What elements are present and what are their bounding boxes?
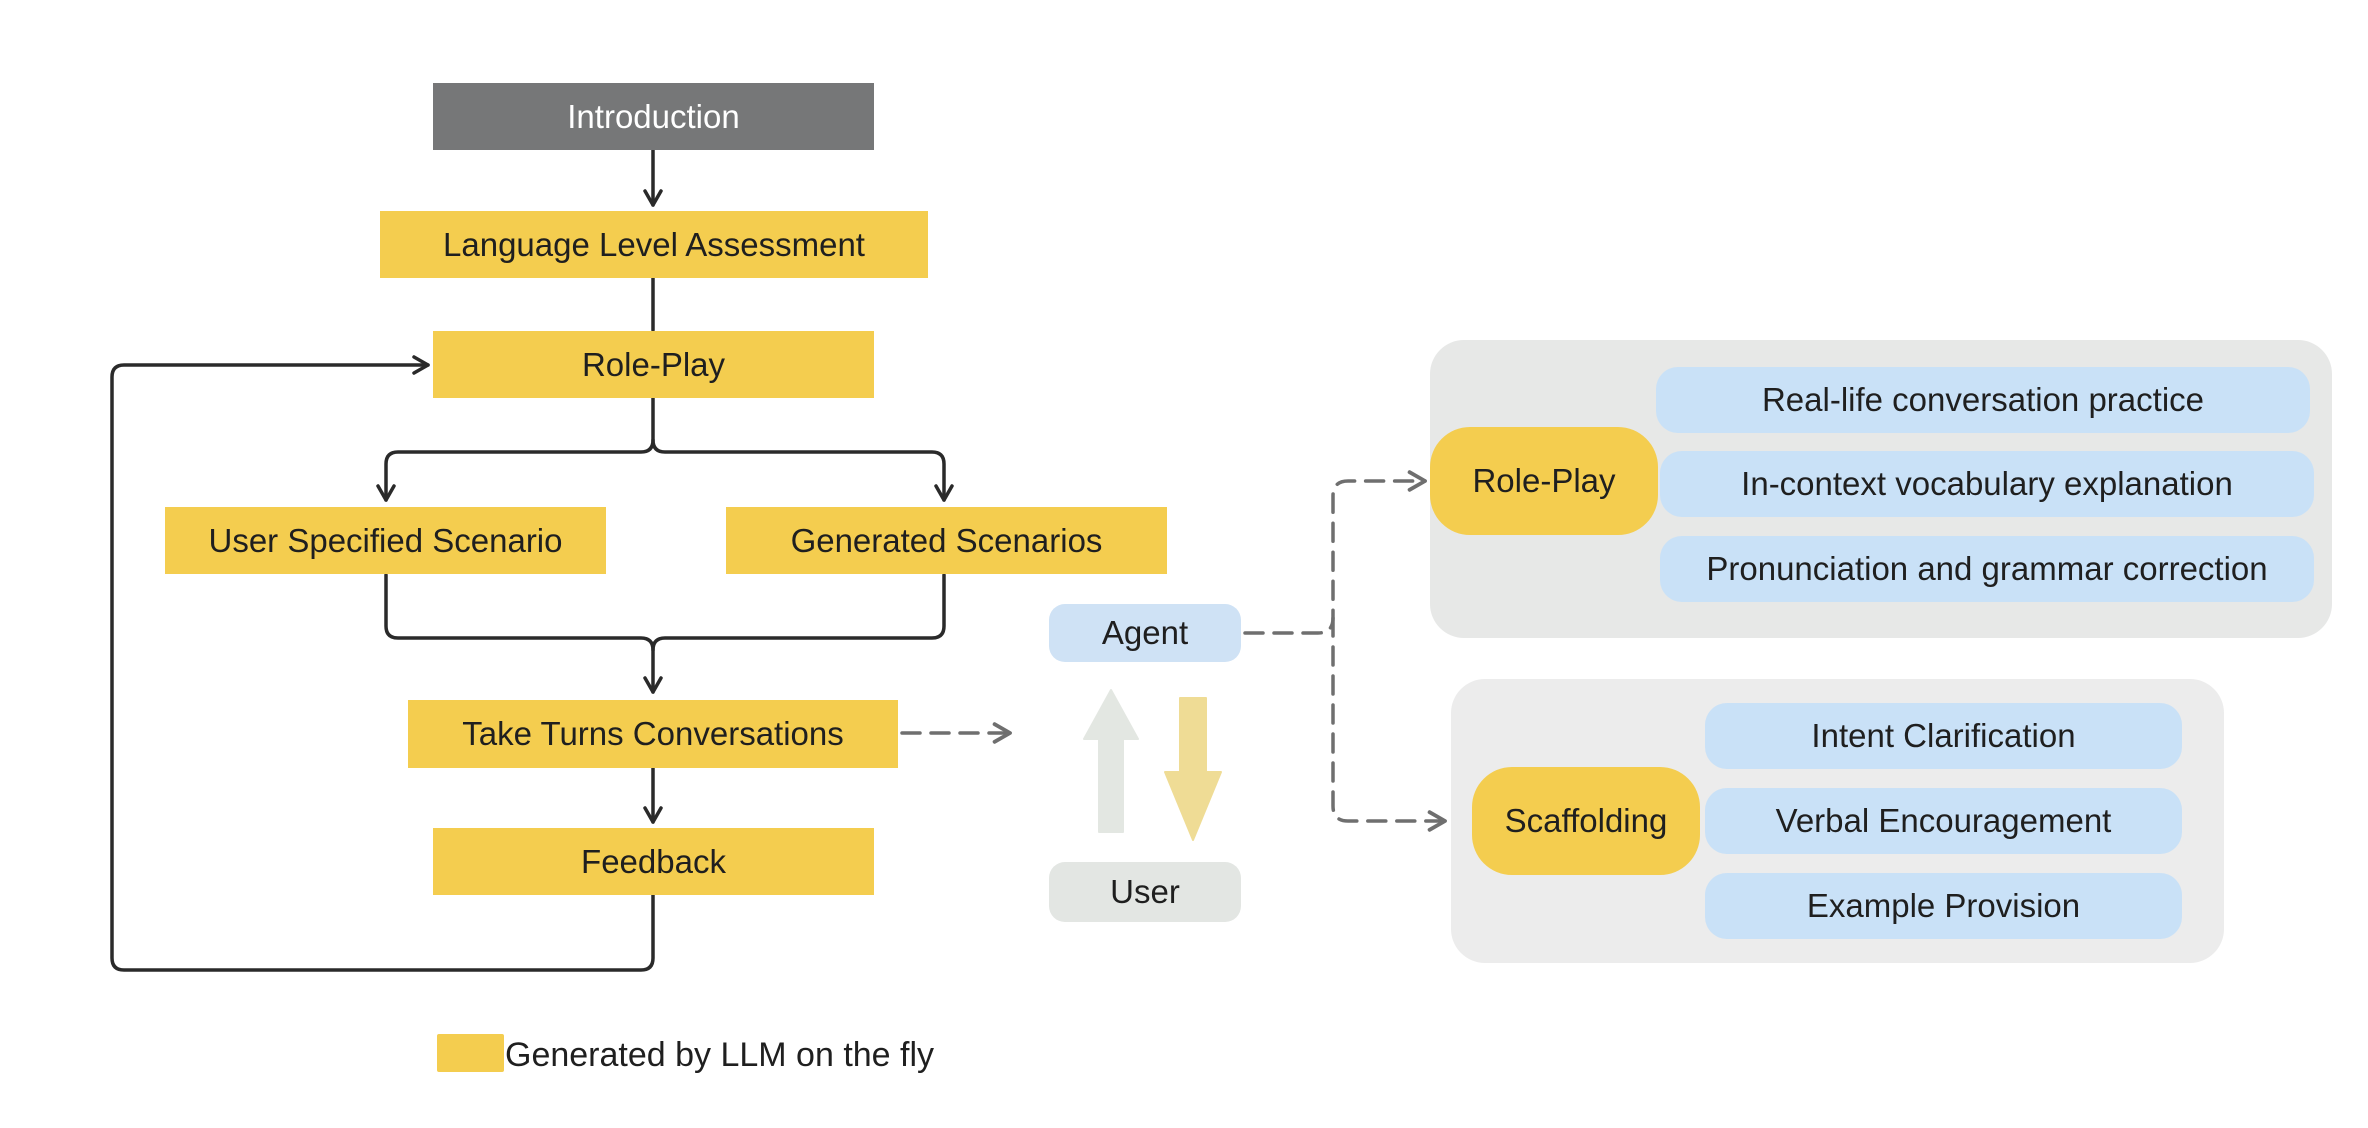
legend-label: Generated by LLM on the fly <box>505 1036 935 1074</box>
capability-real-life-conversation: Real-life conversation practice <box>1656 367 2310 433</box>
capability-vocabulary-explanation: In-context vocabulary explanation <box>1660 451 2314 517</box>
capability-intent-clarification: Intent Clarification <box>1705 703 2182 769</box>
scaffolding-panel-title: Scaffolding <box>1472 767 1700 875</box>
dashed-arrow-agent-to-roleplay <box>1243 470 1427 635</box>
capability-example-provision: Example Provision <box>1705 873 2182 939</box>
line-generated-merge <box>651 573 946 652</box>
legend-swatch <box>437 1034 504 1072</box>
introduction-step: Introduction <box>433 83 874 150</box>
dashed-arrow-agent-to-scaffolding <box>1331 616 1447 832</box>
role-play-panel-title: Role-Play <box>1430 427 1658 535</box>
language-level-assessment-step: Language Level Assessment <box>380 211 928 278</box>
line-user-scenario-merge <box>384 573 663 694</box>
user-specified-scenario-step: User Specified Scenario <box>165 507 606 574</box>
down-arrow-icon <box>1164 697 1222 841</box>
capability-pronunciation-grammar: Pronunciation and grammar correction <box>1660 536 2314 602</box>
take-turns-conversations-step: Take Turns Conversations <box>408 700 898 768</box>
generated-scenarios-step: Generated Scenarios <box>726 507 1167 574</box>
capability-verbal-encouragement: Verbal Encouragement <box>1705 788 2182 854</box>
arrow-roleplay-to-user-scenario <box>376 396 655 502</box>
agent-label: Agent <box>1049 604 1241 662</box>
feedback-step: Feedback <box>433 828 874 895</box>
role-play-step: Role-Play <box>433 331 874 398</box>
loop-feedback-to-roleplay <box>110 355 655 972</box>
up-arrow-icon <box>1083 689 1139 833</box>
arrow-roleplay-to-generated <box>651 438 954 502</box>
user-label: User <box>1049 862 1241 922</box>
